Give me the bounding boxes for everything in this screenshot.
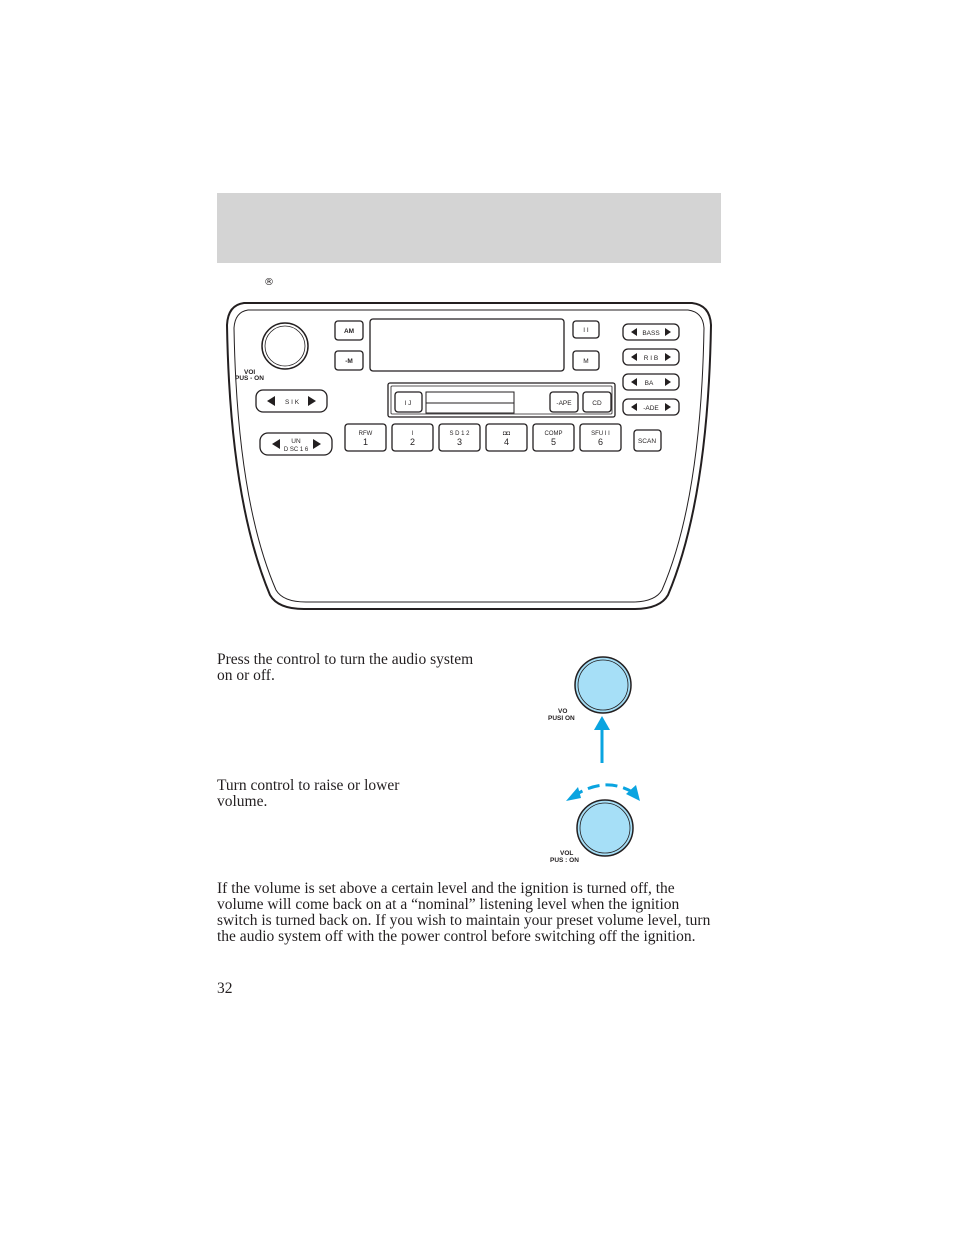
svg-text:VOL: VOL (560, 850, 573, 857)
preset-top-label: RFW (359, 431, 373, 437)
power-knob (574, 656, 632, 714)
volume-note-paragraph: If the volume is set above a certain lev… (217, 880, 711, 945)
svg-text:S I K: S I K (285, 399, 300, 406)
svg-text:BA: BA (645, 380, 654, 387)
preset-number-label: 3 (457, 437, 462, 447)
preset-top-label: SFU I I (591, 431, 610, 437)
preset-number-label: 6 (598, 437, 603, 447)
svg-text:-M: -M (345, 358, 353, 365)
svg-text:I I: I I (583, 327, 589, 334)
am-button (334, 320, 364, 341)
clock-button (572, 320, 600, 339)
preset-top-label: I (412, 431, 414, 437)
page-number: 32 (217, 980, 233, 997)
svg-text:-APE: -APE (556, 400, 572, 407)
scan-button (633, 429, 662, 452)
tune-disc-button: UN D SC 1 6 (259, 432, 333, 456)
eject-button (394, 391, 423, 413)
preset-number-label: 4 (504, 437, 509, 447)
preset-number-label: 5 (551, 437, 556, 447)
svg-text:BASS: BASS (642, 330, 660, 337)
tape-slot (425, 391, 515, 414)
svg-text:SCAN: SCAN (638, 438, 656, 445)
svg-text:-ADE: -ADE (643, 405, 659, 412)
volume-knob-figure: VOL PUS : ON (550, 783, 640, 864)
preset-button-4 (485, 423, 528, 452)
fade-button: -ADE (622, 398, 680, 416)
svg-text:R I B: R I B (644, 355, 658, 362)
volume-knob-label-1: VOI (244, 369, 255, 376)
preset-number-label: 2 (410, 437, 415, 447)
section-header-band (217, 193, 721, 263)
preset-button-6 (579, 423, 622, 452)
fm-button (334, 350, 364, 371)
svg-text:UN: UN (291, 438, 301, 445)
svg-text:VO: VO (558, 708, 567, 715)
svg-text:CD: CD (592, 400, 602, 407)
volume-knob-blue (576, 799, 634, 857)
volume-knob (261, 322, 309, 370)
preset-button-1 (344, 423, 387, 452)
preset-number-label: 1 (363, 437, 368, 447)
preset-top-label: S D 1 2 (449, 431, 470, 437)
seek-button: S I K (255, 389, 328, 413)
bass-button: BASS (622, 323, 680, 341)
volume-knob-label-2: PUS - ON (235, 375, 264, 382)
preset-button-2 (391, 423, 434, 452)
faceplate-inner-outline (233, 309, 705, 603)
svg-text:AM: AM (344, 328, 354, 335)
power-knob-figure: VO PUSI ON (548, 656, 632, 763)
svg-text:D SC 1 6: D SC 1 6 (284, 447, 309, 453)
preset-top-label: ◘◘ (503, 431, 511, 437)
cd-button (582, 391, 612, 413)
svg-text:PUS : ON: PUS : ON (550, 857, 579, 864)
volume-description: Turn control to raise or lower volume. (217, 777, 400, 810)
power-description: Press the control to turn the audio syst… (217, 651, 474, 684)
faceplate-outline (225, 302, 713, 610)
svg-text:I J: I J (405, 400, 412, 407)
rotate-arrow (571, 783, 635, 799)
memory-button (572, 350, 600, 371)
preset-button-3 (438, 423, 481, 452)
svg-text:PUSI ON: PUSI ON (548, 715, 575, 722)
balance-button: BA (622, 373, 680, 391)
display-window (369, 318, 565, 372)
treble-button: R I B (622, 348, 680, 366)
preset-top-label: COMP (545, 431, 563, 437)
registered-mark: ® (264, 277, 274, 288)
preset-button-5 (532, 423, 575, 452)
svg-text:M: M (583, 358, 588, 365)
tape-button (549, 391, 579, 413)
radio-faceplate-illustration: VOI PUS - ON AM -M I I M BASS R I B BA -… (225, 302, 713, 610)
